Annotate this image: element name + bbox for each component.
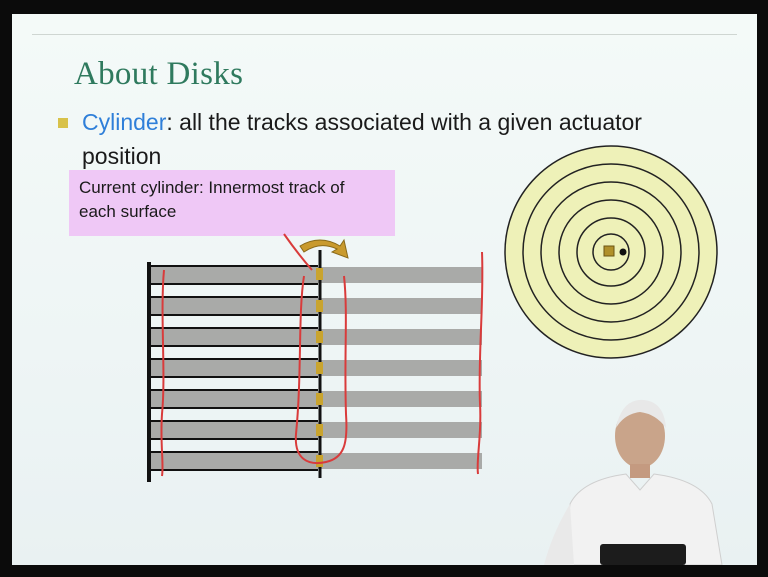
speaker-neck — [630, 464, 650, 478]
head-marker-icon — [316, 362, 323, 374]
annotation-line-right — [476, 251, 484, 475]
speaker-hair — [616, 399, 666, 428]
disk-diagram — [147, 145, 718, 482]
track-ring — [558, 199, 664, 305]
hand-annotations — [160, 233, 484, 477]
speaker-arm — [544, 504, 574, 565]
head-marker-icon — [316, 455, 323, 467]
bullet-text: Cylinder: all the tracks associated with… — [82, 105, 702, 173]
track-ring — [540, 181, 682, 323]
slide: About Disks Cylinder: all the tracks ass… — [12, 14, 757, 565]
slide-title: About Disks — [74, 56, 244, 92]
bullet-term: Cylinder — [82, 109, 167, 135]
platter-stack — [150, 267, 482, 469]
speaker-video — [544, 399, 723, 565]
speaker-head — [615, 404, 665, 468]
bullet-definition: : all the tracks associated with a given… — [82, 109, 642, 169]
speaker-desk-device — [600, 544, 686, 565]
callout-box: Current cylinder: Innermost track of eac… — [69, 170, 395, 236]
head-marker-icon — [316, 331, 323, 343]
actuator-arrow-icon — [299, 238, 349, 259]
annotation-line-left — [160, 269, 165, 477]
head-marker-icon — [316, 393, 323, 405]
track-ring — [522, 163, 700, 341]
annotation-callout-pointer — [283, 233, 313, 271]
track-ring — [576, 217, 646, 287]
speaker-shirt — [561, 473, 723, 565]
head-marker-icon — [316, 300, 323, 312]
head-marker-icon — [316, 268, 323, 280]
head-marker-icon — [316, 424, 323, 436]
bullet-marker-icon — [58, 118, 68, 128]
head-markers — [316, 268, 323, 467]
annotation-loop-middle — [294, 275, 348, 464]
slide-top-rule — [32, 34, 737, 35]
actuator-arms — [150, 265, 318, 471]
disk-spindle-icon — [619, 248, 627, 256]
head-marker-icon — [603, 245, 615, 257]
disk-top-view — [504, 145, 718, 359]
track-ring — [592, 233, 630, 271]
